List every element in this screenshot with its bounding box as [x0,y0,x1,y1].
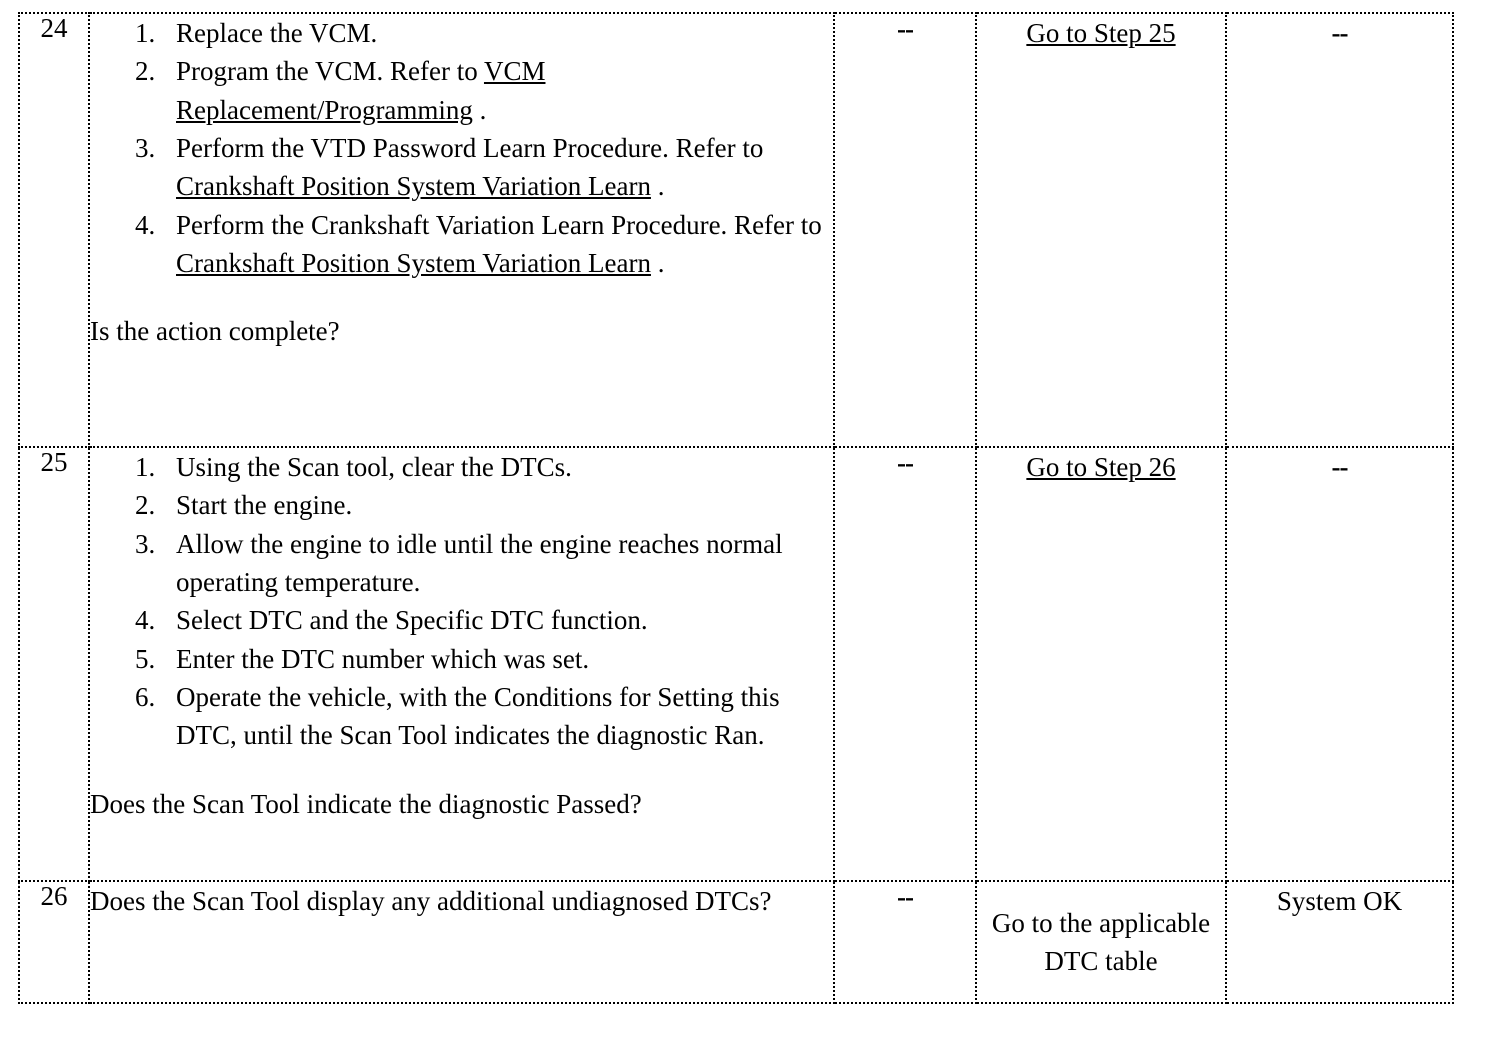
step-number: 24 [40,13,68,43]
action-text: Perform the Crankshaft Variation Learn P… [176,209,822,240]
list-item: Program the VCM. Refer to VCM Replacemen… [162,52,833,129]
action-list: Replace the VCM. Program the VCM. Refer … [90,14,833,282]
reference-link[interactable]: VCM Replacement/Programming [176,56,546,125]
step-number: 25 [40,447,68,477]
action-cell: Using the Scan tool, clear the DTCs. Sta… [88,446,835,882]
action-text-suffix: . [472,94,487,125]
no-result-text: -- [1331,452,1349,482]
action-text: Replace the VCM. [176,18,378,48]
list-item: Using the Scan tool, clear the DTCs. [162,448,833,486]
action-cell: Replace the VCM. Program the VCM. Refer … [88,12,835,448]
yes-result-cell: Go to Step 26 [975,446,1227,882]
value-text: -- [897,448,914,478]
action-text: Program the VCM. Refer to [176,56,484,87]
value-cell: -- [833,446,977,882]
no-result-cell: System OK [1225,880,1454,1004]
list-item: Select DTC and the Specific DTC function… [162,601,833,639]
action-text: Operate the vehicle, with the Conditions… [176,681,780,751]
yes-result-cell: Go to the applicable DTC table [975,880,1227,1004]
no-result-cell: -- [1225,446,1454,882]
step-number-cell: 26 [18,880,90,1004]
action-list: Using the Scan tool, clear the DTCs. Sta… [90,448,833,755]
value-text: -- [897,14,914,44]
action-text: Perform the VTD Password Learn Procedure… [176,132,764,163]
step-number-cell: 25 [18,446,90,882]
yes-result-cell: Go to Step 25 [975,12,1227,448]
no-result-text: -- [1331,18,1349,48]
reference-link[interactable]: Crankshaft Position System Variation Lea… [176,247,651,278]
goto-table-text[interactable]: Go to the applicable DTC table [991,907,1211,976]
table-row: 25 Using the Scan tool, clear the DTCs. … [18,446,1454,882]
value-cell: -- [833,12,977,448]
action-text: Enter the DTC number which was set. [176,643,590,674]
list-item: Allow the engine to idle until the engin… [162,525,833,602]
list-item: Replace the VCM. [162,14,833,52]
action-text: Using the Scan tool, clear the DTCs. [176,452,572,482]
step-number: 26 [40,881,68,911]
goto-step-link[interactable]: Go to Step 26 [1026,452,1176,482]
value-text: -- [897,882,914,912]
diagnostic-step-table: 24 Replace the VCM. Program the VCM. Ref… [18,12,1454,1004]
action-text-suffix: . [650,171,665,202]
no-result-text: System OK [1276,886,1403,916]
goto-step-link[interactable]: Go to Step 25 [1026,18,1176,48]
action-question: Is the action complete? [90,316,340,347]
no-result-cell: -- [1225,12,1454,448]
reference-link[interactable]: Crankshaft Position System Variation Lea… [176,171,651,202]
action-question: Does the Scan Tool indicate the diagnost… [90,788,642,819]
action-text: Allow the engine to idle until the engin… [176,528,783,597]
action-question: Does the Scan Tool display any additiona… [90,886,772,916]
step-number-cell: 24 [18,12,90,448]
action-text: Start the engine. [176,490,353,521]
list-item: Perform the Crankshaft Variation Learn P… [162,206,833,283]
value-cell: -- [833,880,977,1004]
list-item: Operate the vehicle, with the Conditions… [162,678,833,755]
table-row: 24 Replace the VCM. Program the VCM. Ref… [18,12,1454,448]
table-row: 26 Does the Scan Tool display any additi… [18,880,1454,1004]
list-item: Perform the VTD Password Learn Procedure… [162,129,833,206]
action-text: Select DTC and the Specific DTC function… [176,605,648,636]
action-text-suffix: . [650,247,665,278]
list-item: Start the engine. [162,486,833,524]
action-cell: Does the Scan Tool display any additiona… [88,880,835,1004]
list-item: Enter the DTC number which was set. [162,640,833,678]
